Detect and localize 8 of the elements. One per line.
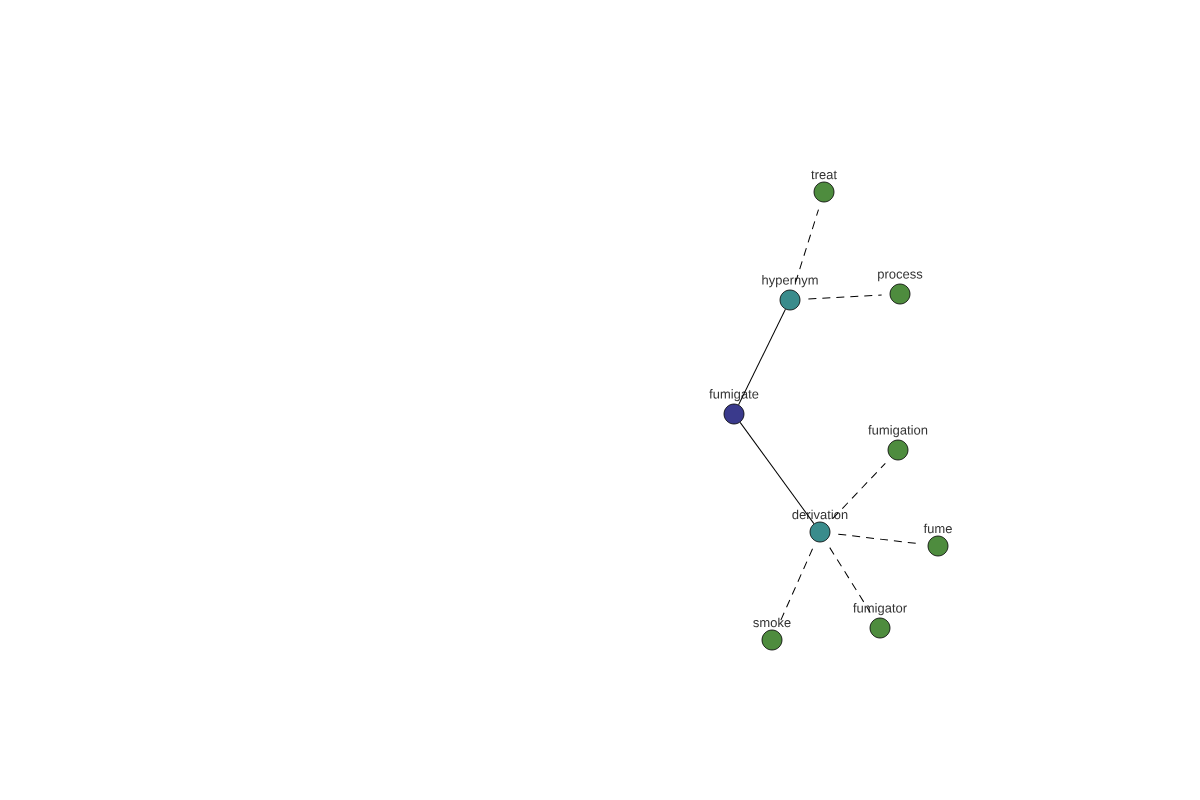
connector	[807, 294, 883, 300]
connector	[837, 533, 921, 545]
connector	[832, 462, 886, 520]
connector	[738, 308, 786, 406]
connector	[739, 421, 815, 525]
connector	[779, 548, 814, 624]
connector	[795, 209, 819, 283]
connector	[829, 547, 871, 613]
